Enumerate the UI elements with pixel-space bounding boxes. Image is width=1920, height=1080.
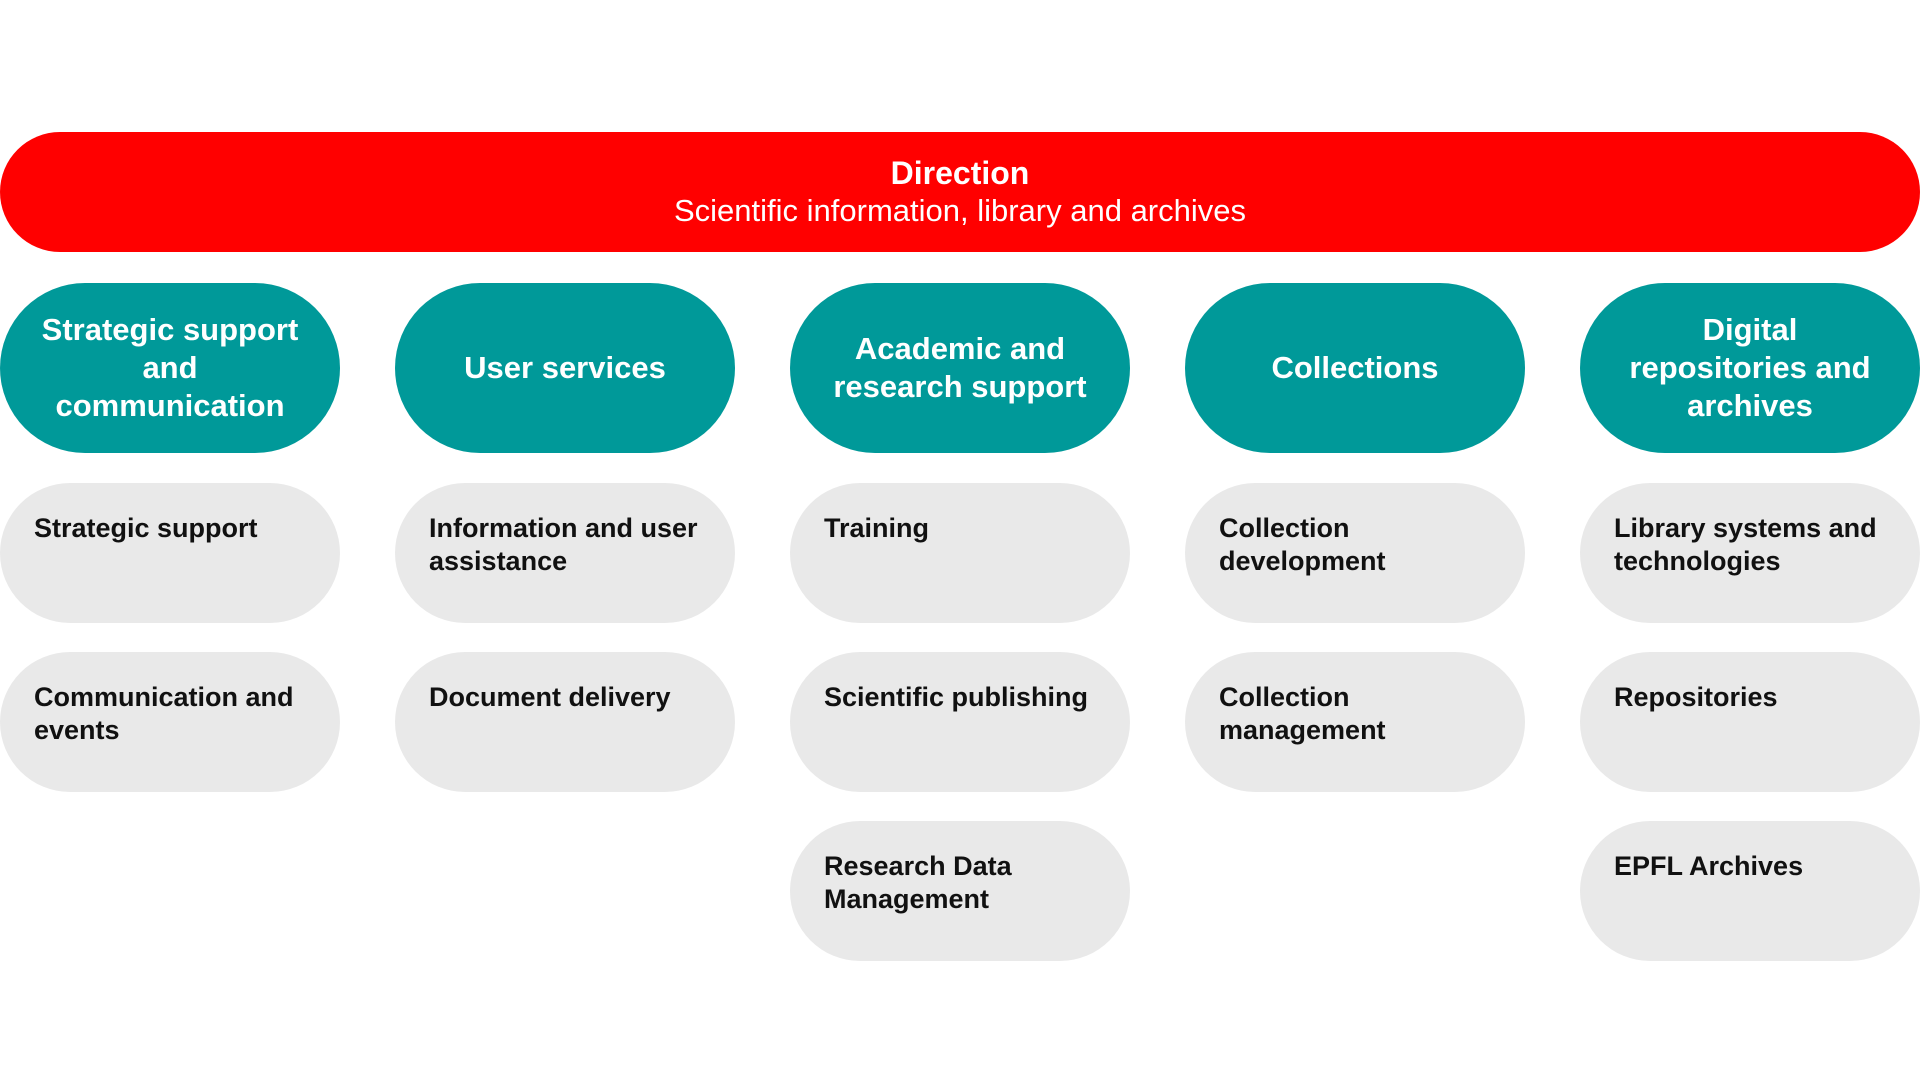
unit-collection-management: Collection management bbox=[1185, 652, 1525, 792]
unit-library-systems-technologies: Library systems and technologies bbox=[1580, 483, 1920, 623]
unit-epfl-archives: EPFL Archives bbox=[1580, 821, 1920, 961]
department-column: Academic and research support Training S… bbox=[790, 283, 1130, 990]
unit-list: Information and user assistance Document… bbox=[395, 483, 735, 792]
department-column: Digital repositories and archives Librar… bbox=[1580, 283, 1920, 990]
unit-strategic-support: Strategic support bbox=[0, 483, 340, 623]
department-collections: Collections bbox=[1185, 283, 1525, 453]
unit-training: Training bbox=[790, 483, 1130, 623]
department-column: Collections Collection development Colle… bbox=[1185, 283, 1525, 821]
unit-communication-events: Communication and events bbox=[0, 652, 340, 792]
unit-list: Collection development Collection manage… bbox=[1185, 483, 1525, 792]
department-label: Digital repositories and archives bbox=[1629, 312, 1871, 423]
department-column: User services Information and user assis… bbox=[395, 283, 735, 821]
department-user-services: User services bbox=[395, 283, 735, 453]
unit-research-data-management: Research Data Management bbox=[790, 821, 1130, 961]
department-label: Strategic support and communication bbox=[41, 312, 299, 423]
department-digital-repositories-archives: Digital repositories and archives bbox=[1580, 283, 1920, 453]
direction-title: Direction bbox=[890, 155, 1030, 191]
unit-repositories: Repositories bbox=[1580, 652, 1920, 792]
unit-document-delivery: Document delivery bbox=[395, 652, 735, 792]
unit-scientific-publishing: Scientific publishing bbox=[790, 652, 1130, 792]
department-strategic-support-communication: Strategic support and communication bbox=[0, 283, 340, 453]
unit-list: Training Scientific publishing Research … bbox=[790, 483, 1130, 961]
department-label: User services bbox=[464, 350, 666, 385]
unit-information-user-assistance: Information and user assistance bbox=[395, 483, 735, 623]
unit-list: Library systems and technologies Reposit… bbox=[1580, 483, 1920, 961]
department-academic-research-support: Academic and research support bbox=[790, 283, 1130, 453]
direction-subtitle: Scientific information, library and arch… bbox=[673, 193, 1247, 228]
unit-collection-development: Collection development bbox=[1185, 483, 1525, 623]
department-label: Academic and research support bbox=[833, 331, 1087, 404]
department-label: Collections bbox=[1271, 350, 1439, 385]
unit-list: Strategic support Communication and even… bbox=[0, 483, 340, 792]
direction-box: Direction Scientific information, librar… bbox=[0, 132, 1920, 252]
department-column: Strategic support and communication Stra… bbox=[0, 283, 340, 821]
